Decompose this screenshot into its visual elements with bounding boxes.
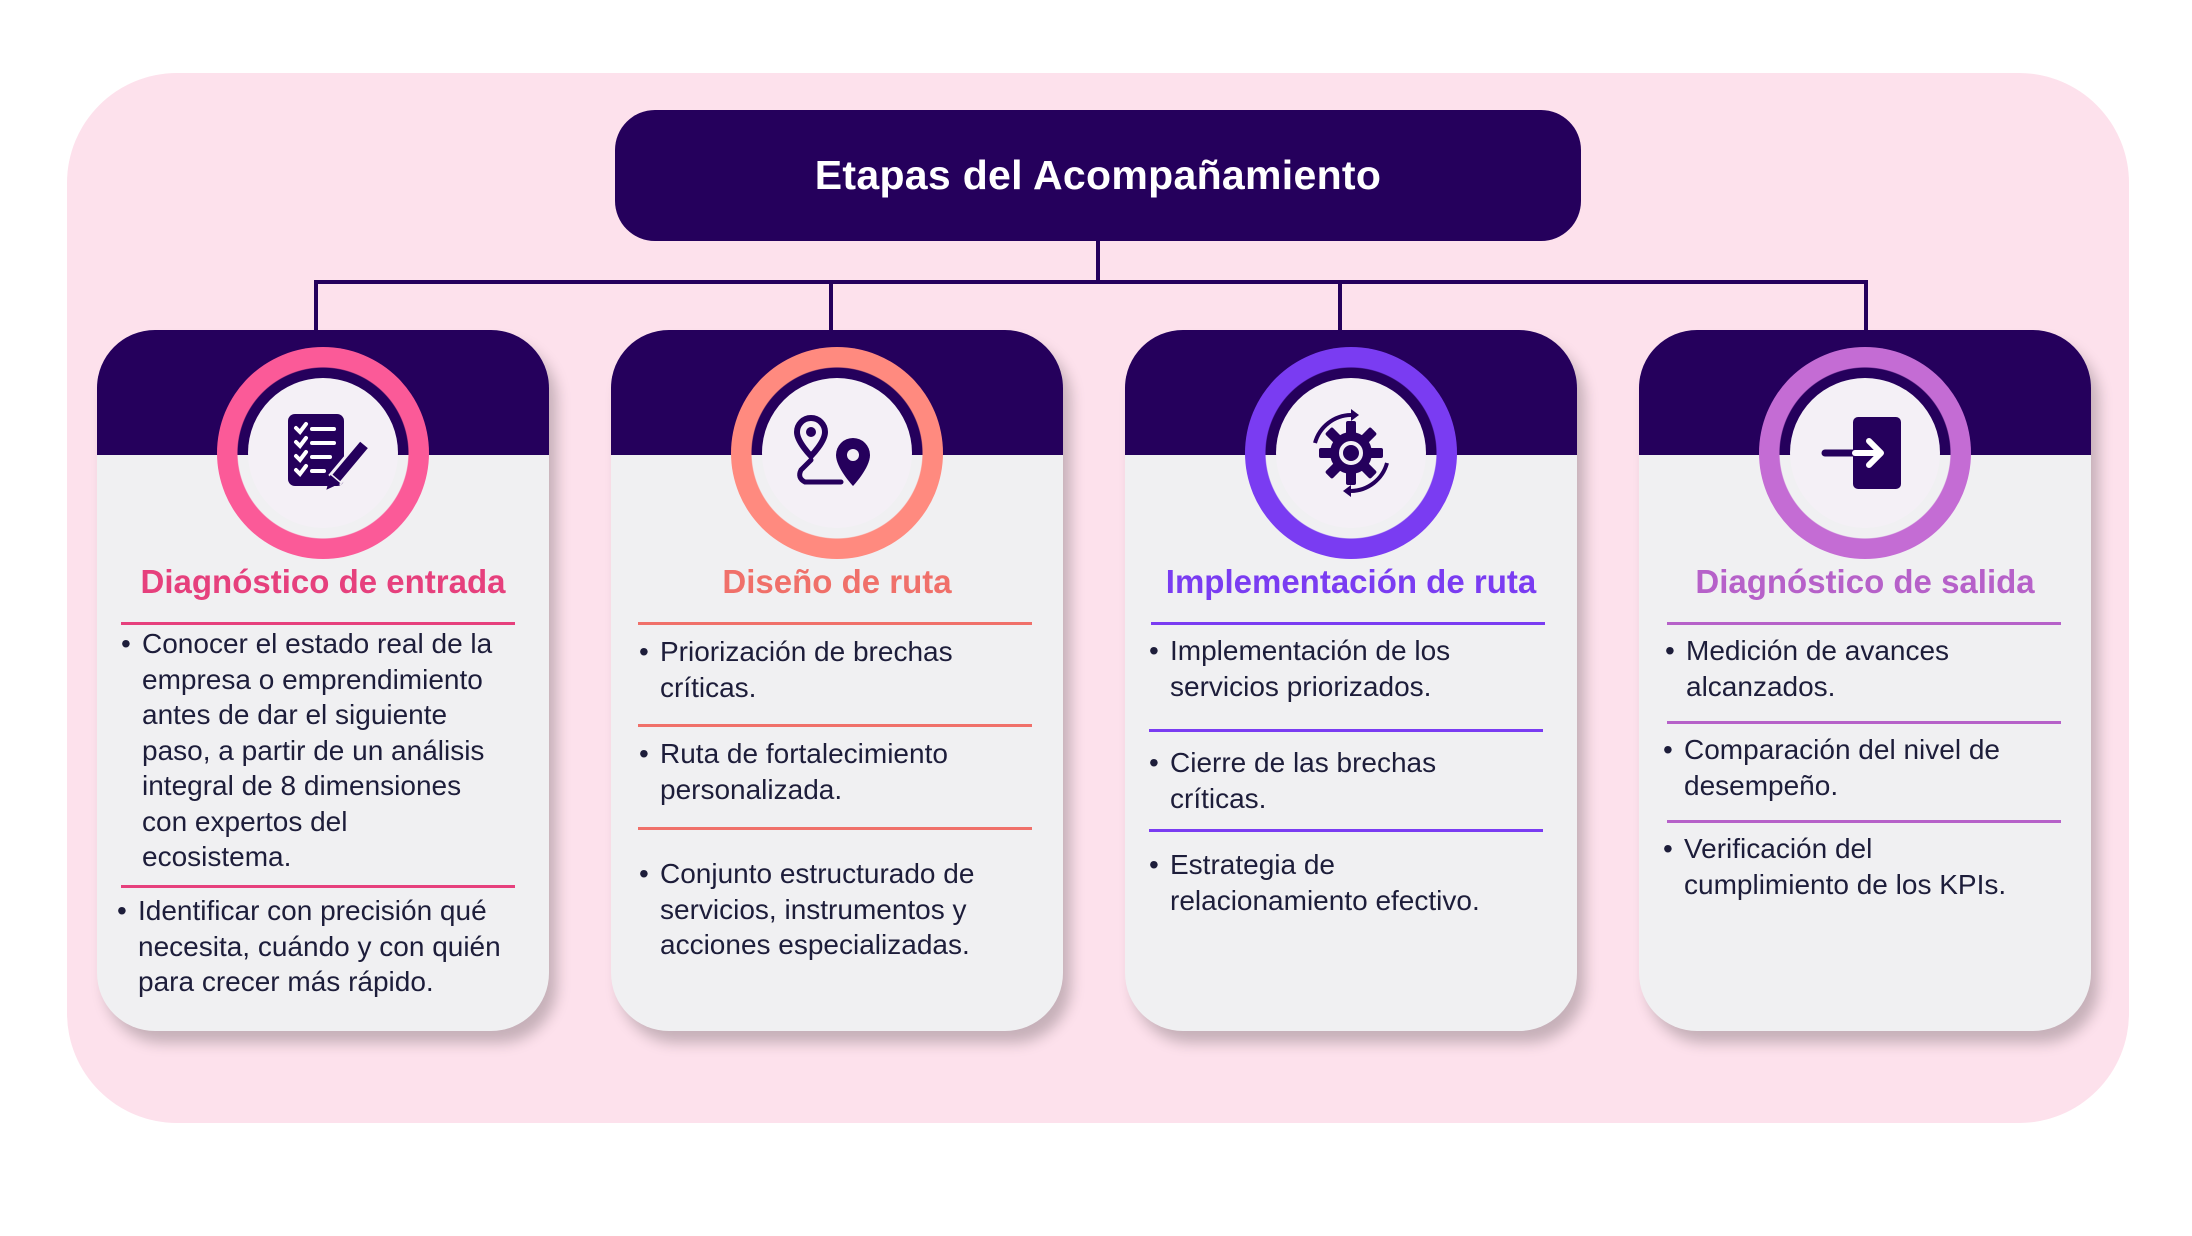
stage-card-diagnostico-entrada: Diagnóstico de entrada Conocer el estado…: [97, 330, 549, 1031]
stage-title: Diagnóstico de entrada: [140, 563, 506, 600]
stage-title: Implementación de ruta: [1165, 563, 1537, 600]
route-pin-icon: [762, 378, 912, 528]
stage-card-diseno-ruta: Diseño de ruta Priorización de brechascr…: [611, 330, 1063, 1031]
badge-ring: [731, 347, 943, 559]
divider: [1149, 729, 1543, 732]
badge-ring: [1245, 347, 1457, 559]
stage-card-implementacion-ruta: Implementación de ruta Implementación de…: [1125, 330, 1577, 1031]
checklist-icon: [248, 378, 398, 528]
badge-ring: [217, 347, 429, 559]
divider: [638, 622, 1032, 625]
divider: [638, 827, 1032, 830]
divider: [1667, 721, 2061, 724]
gear-cycle-icon: [1276, 378, 1426, 528]
badge-ring: [1759, 347, 1971, 559]
divider: [121, 622, 515, 625]
divider: [121, 885, 515, 888]
divider: [638, 724, 1032, 727]
divider: [1149, 829, 1543, 832]
main-title: Etapas del Acompañamiento: [615, 110, 1581, 241]
stage-title: Diagnóstico de salida: [1695, 563, 2035, 600]
exit-door-icon: [1790, 378, 1940, 528]
divider: [1667, 820, 2061, 823]
divider: [1667, 622, 2061, 625]
divider: [1151, 622, 1545, 625]
stage-title: Diseño de ruta: [722, 563, 952, 600]
stage-card-diagnostico-salida: Diagnóstico de salida Medición de avance…: [1639, 330, 2091, 1031]
